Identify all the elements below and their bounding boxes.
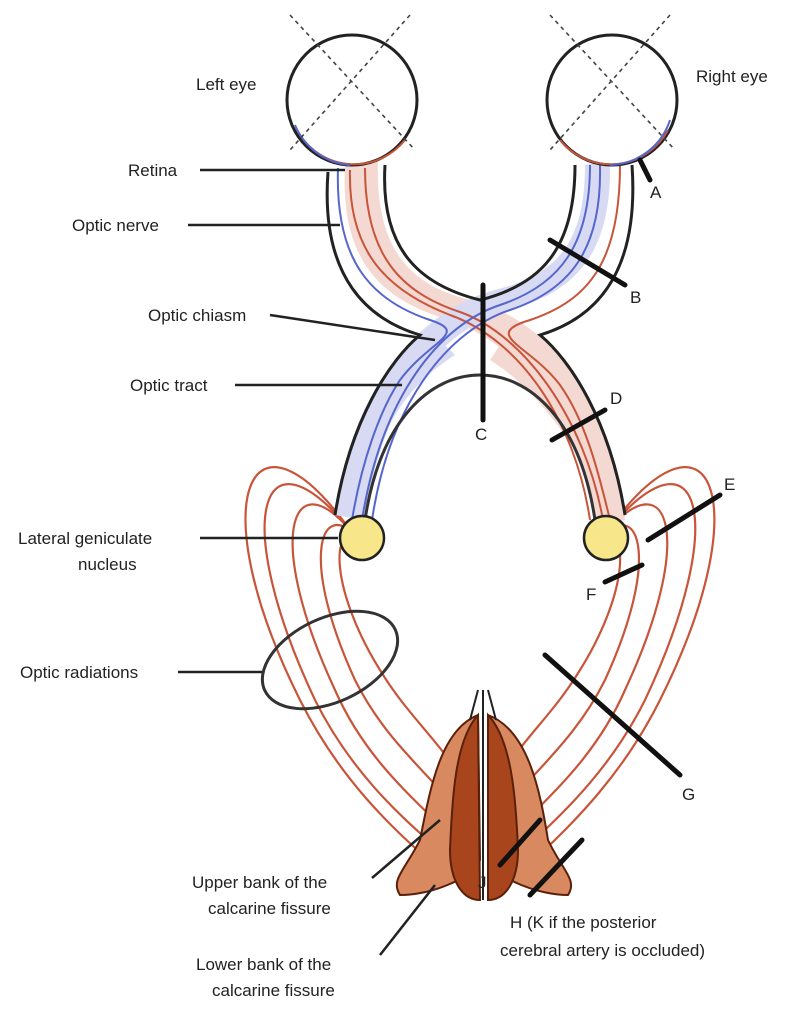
optic-radiations-label: Optic radiations: [20, 663, 138, 682]
lesion-e-label: E: [724, 475, 735, 494]
lesion-f-label: F: [586, 585, 596, 604]
optic-chiasm-label: Optic chiasm: [148, 306, 246, 325]
optic-pathway: [327, 160, 633, 525]
lesion-c-label: C: [475, 425, 487, 444]
h-note-line2: cerebral artery is occluded): [500, 941, 705, 960]
optic-tract-label: Optic tract: [130, 376, 208, 395]
lgn-label-line2: nucleus: [78, 555, 137, 574]
right-eye: [547, 15, 677, 165]
lesion-d-label: D: [610, 389, 622, 408]
occipital-cortex: [397, 690, 571, 900]
left-eye-label: Left eye: [196, 75, 257, 94]
upper-bank-label-line1: Upper bank of the: [192, 873, 327, 892]
upper-bank-label-line2: calcarine fissure: [208, 899, 331, 918]
left-lgn: [340, 516, 384, 560]
lgn-label-line1: Lateral geniculate: [18, 529, 152, 548]
lesion-b-label: B: [630, 288, 641, 307]
right-eye-label: Right eye: [696, 67, 768, 86]
lesion-j-label: J: [478, 873, 487, 892]
retina-label: Retina: [128, 161, 178, 180]
h-note-line1: H (K if the posterior: [510, 913, 657, 932]
optic-nerve-label: Optic nerve: [72, 216, 159, 235]
lesion-a-label: A: [650, 183, 662, 202]
lesion-g-label: G: [682, 785, 695, 804]
left-eye: [287, 15, 417, 165]
lower-bank-label-line1: Lower bank of the: [196, 955, 331, 974]
right-lgn: [584, 516, 628, 560]
lower-bank-label-line2: calcarine fissure: [212, 981, 335, 1000]
